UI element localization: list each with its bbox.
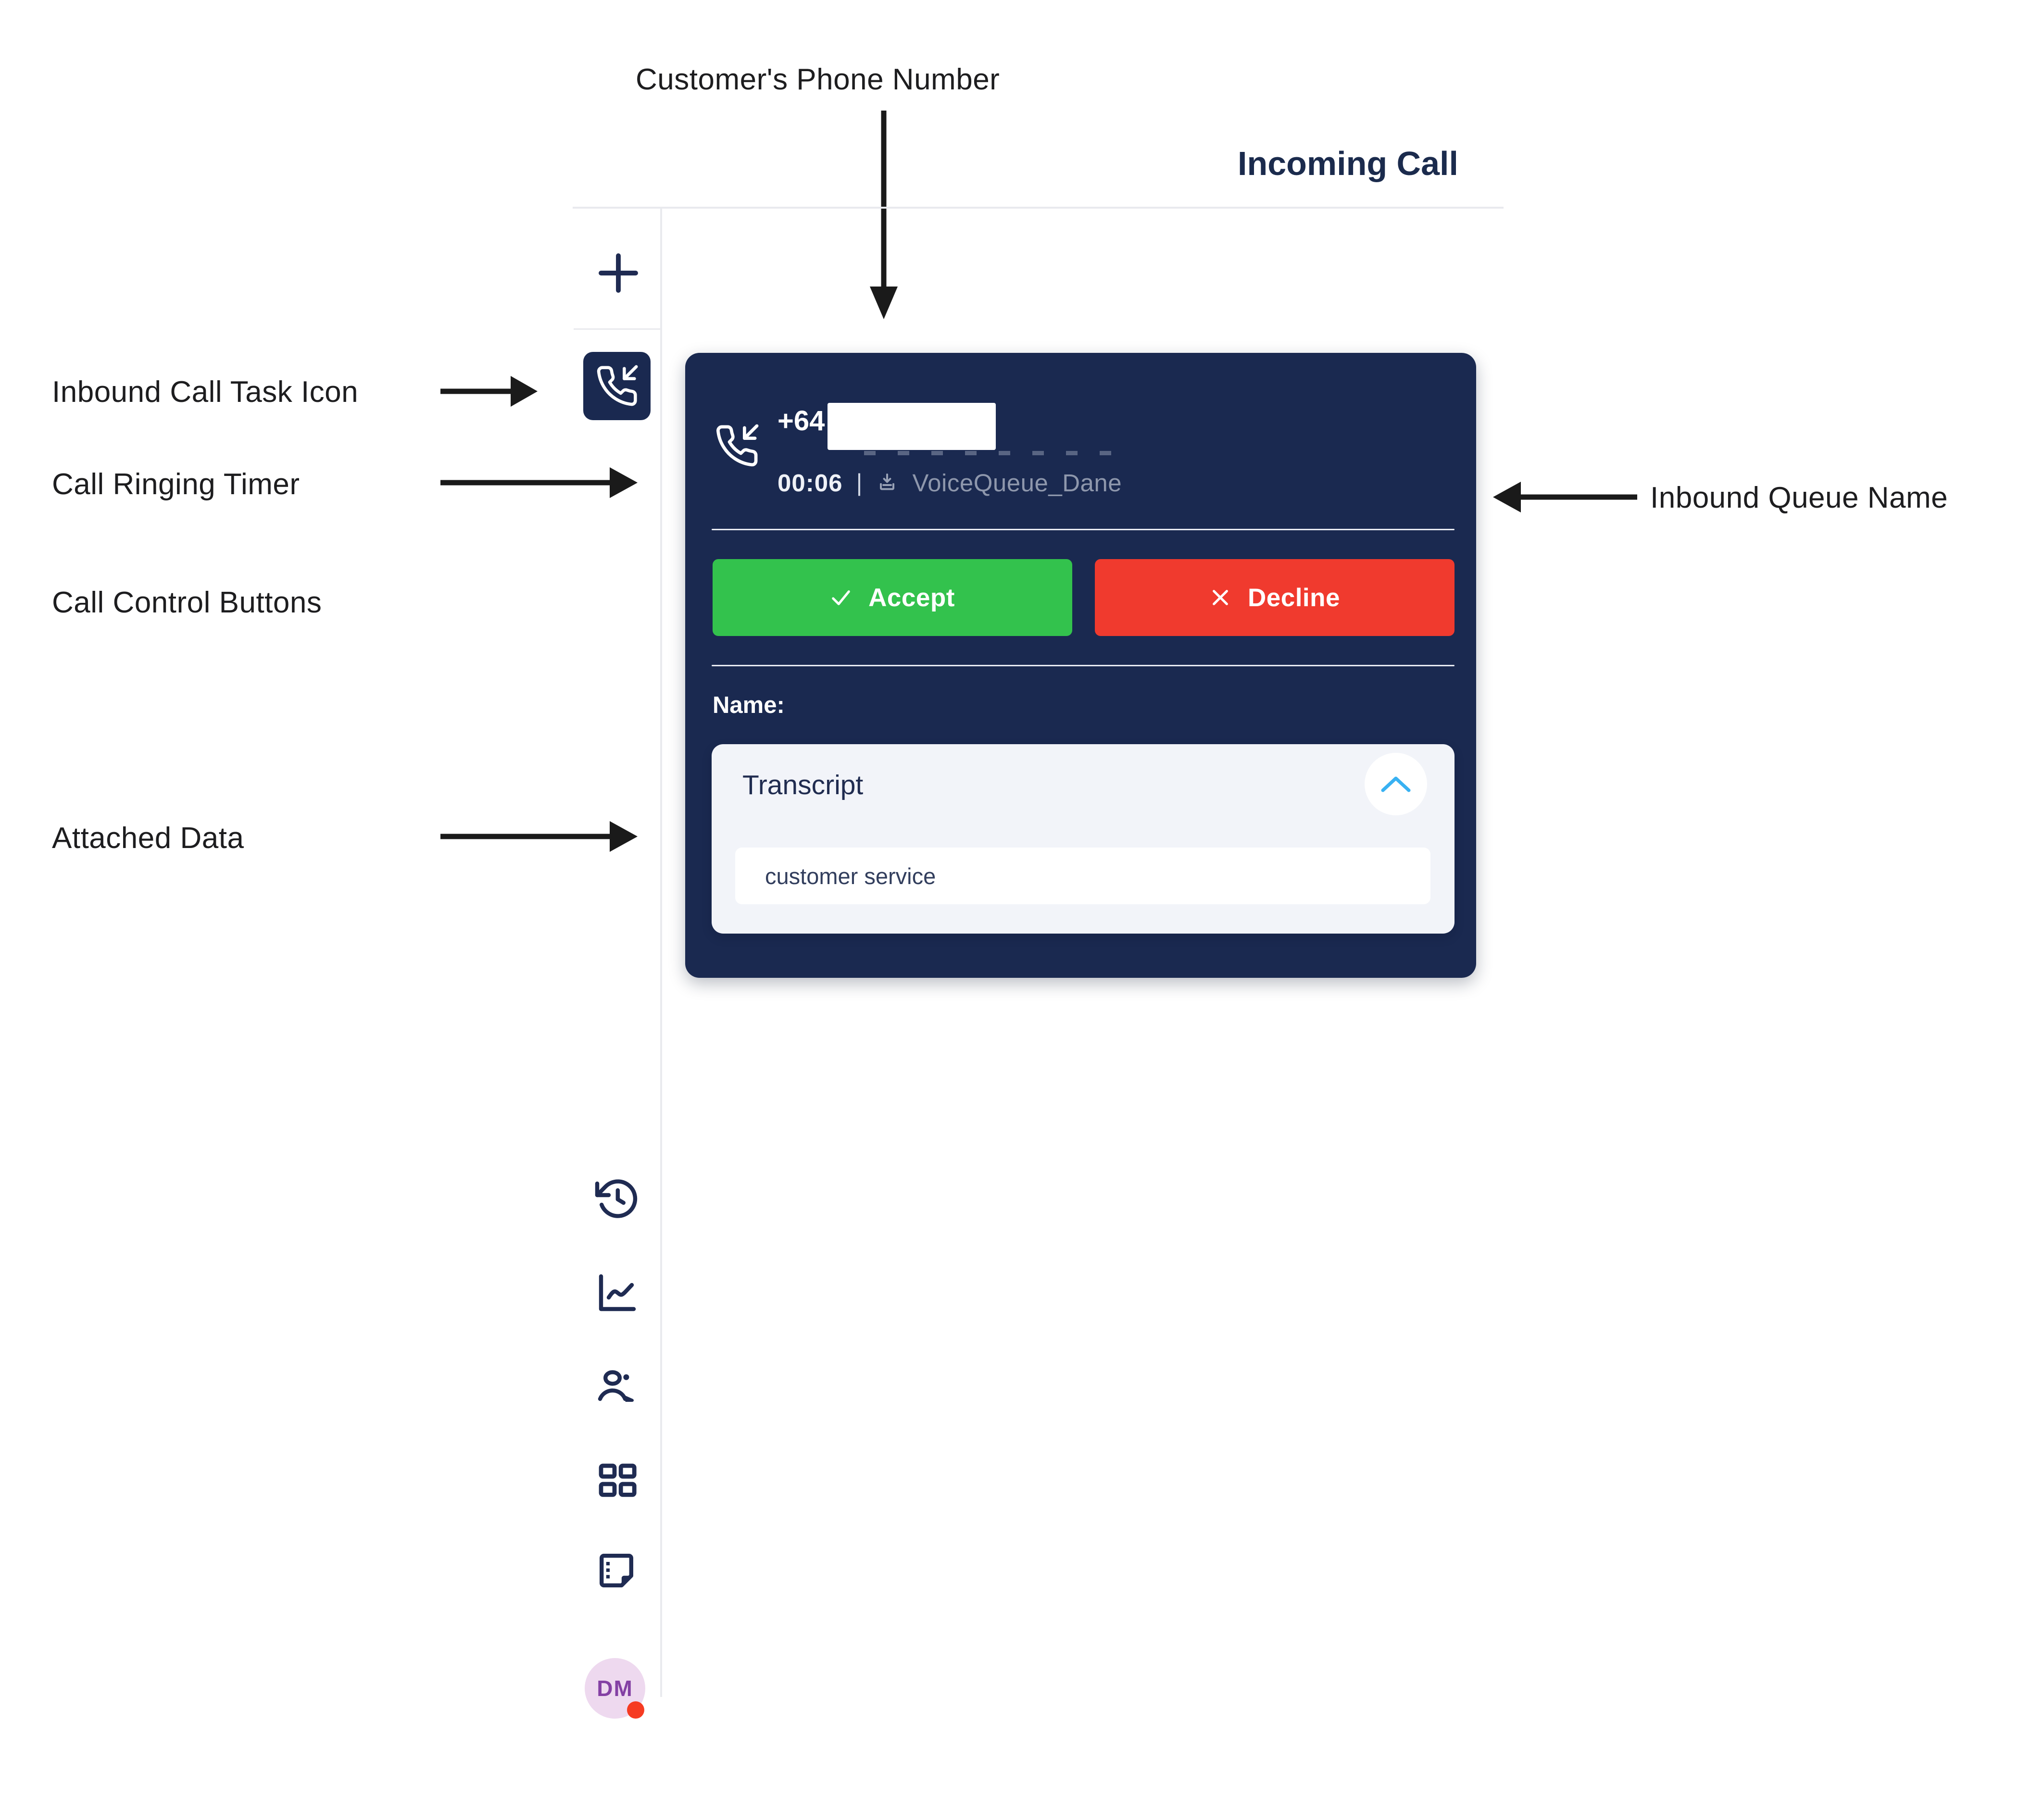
sidebar-divider [660, 207, 662, 1697]
redacted-digits [864, 451, 1133, 455]
decline-label: Decline [1247, 583, 1341, 612]
accept-button[interactable]: Accept [713, 559, 1072, 636]
add-task-icon[interactable] [592, 247, 644, 299]
history-icon[interactable] [594, 1176, 640, 1222]
decline-button[interactable]: Decline [1095, 559, 1455, 636]
phone-incoming-icon [714, 423, 760, 469]
incoming-call-title: Incoming Call [1238, 145, 1458, 182]
right-arrow-attached-data [440, 821, 638, 852]
x-icon [1213, 590, 1228, 605]
avatar[interactable]: DM [585, 1658, 645, 1719]
right-arrow-task-icon [440, 376, 538, 407]
name-label: Name: [713, 692, 785, 718]
chevron-up-icon [1381, 776, 1411, 792]
apps-grid-icon[interactable] [594, 1457, 640, 1503]
queue-inbound-icon [876, 471, 899, 494]
customer-phone-number: +64 [777, 405, 825, 437]
avatar-initials: DM [597, 1676, 633, 1701]
attached-data-annotation: Attached Data [52, 822, 244, 855]
collapse-toggle[interactable] [1365, 753, 1427, 815]
inbound-queue-name: VoiceQueue_Dane [912, 469, 1122, 497]
left-arrow-queue-name [1493, 482, 1637, 512]
transcript-value-box: customer service [735, 848, 1430, 904]
inbound-call-task-icon[interactable] [583, 352, 651, 420]
presence-dot [627, 1701, 644, 1719]
card-divider-top [712, 529, 1455, 530]
sidebar-section-divider [574, 328, 661, 330]
check-icon [832, 590, 850, 605]
meta-separator: | [856, 469, 863, 496]
attached-data-panel: Transcript customer service [712, 744, 1455, 934]
call-controls-annotation: Call Control Buttons [52, 586, 322, 619]
right-arrow-ringing-timer [440, 467, 638, 498]
inbound-task-annotation: Inbound Call Task Icon [52, 375, 359, 409]
notes-icon[interactable] [594, 1548, 640, 1595]
call-ringing-timer: 00:06 [777, 469, 843, 497]
transcript-title: Transcript [742, 770, 864, 800]
accept-label: Accept [868, 583, 955, 612]
ringing-timer-annotation: Call Ringing Timer [52, 468, 300, 501]
call-meta-row: 00:06 | VoiceQueue_Dane [777, 467, 1122, 498]
agents-icon[interactable] [594, 1363, 640, 1410]
incoming-call-card: +64 00:06 | VoiceQueue_Dane Accept [685, 353, 1476, 978]
down-arrow [870, 111, 898, 319]
phone-incoming-icon [597, 365, 638, 406]
stats-icon[interactable] [594, 1270, 640, 1316]
queue-name-annotation: Inbound Queue Name [1650, 481, 1948, 514]
customer-phone-annotation: Customer's Phone Number [636, 63, 1000, 96]
phone-number-redaction [828, 403, 996, 450]
card-divider-bottom [712, 665, 1455, 666]
transcript-value: customer service [765, 863, 936, 889]
header-divider [573, 207, 1504, 209]
